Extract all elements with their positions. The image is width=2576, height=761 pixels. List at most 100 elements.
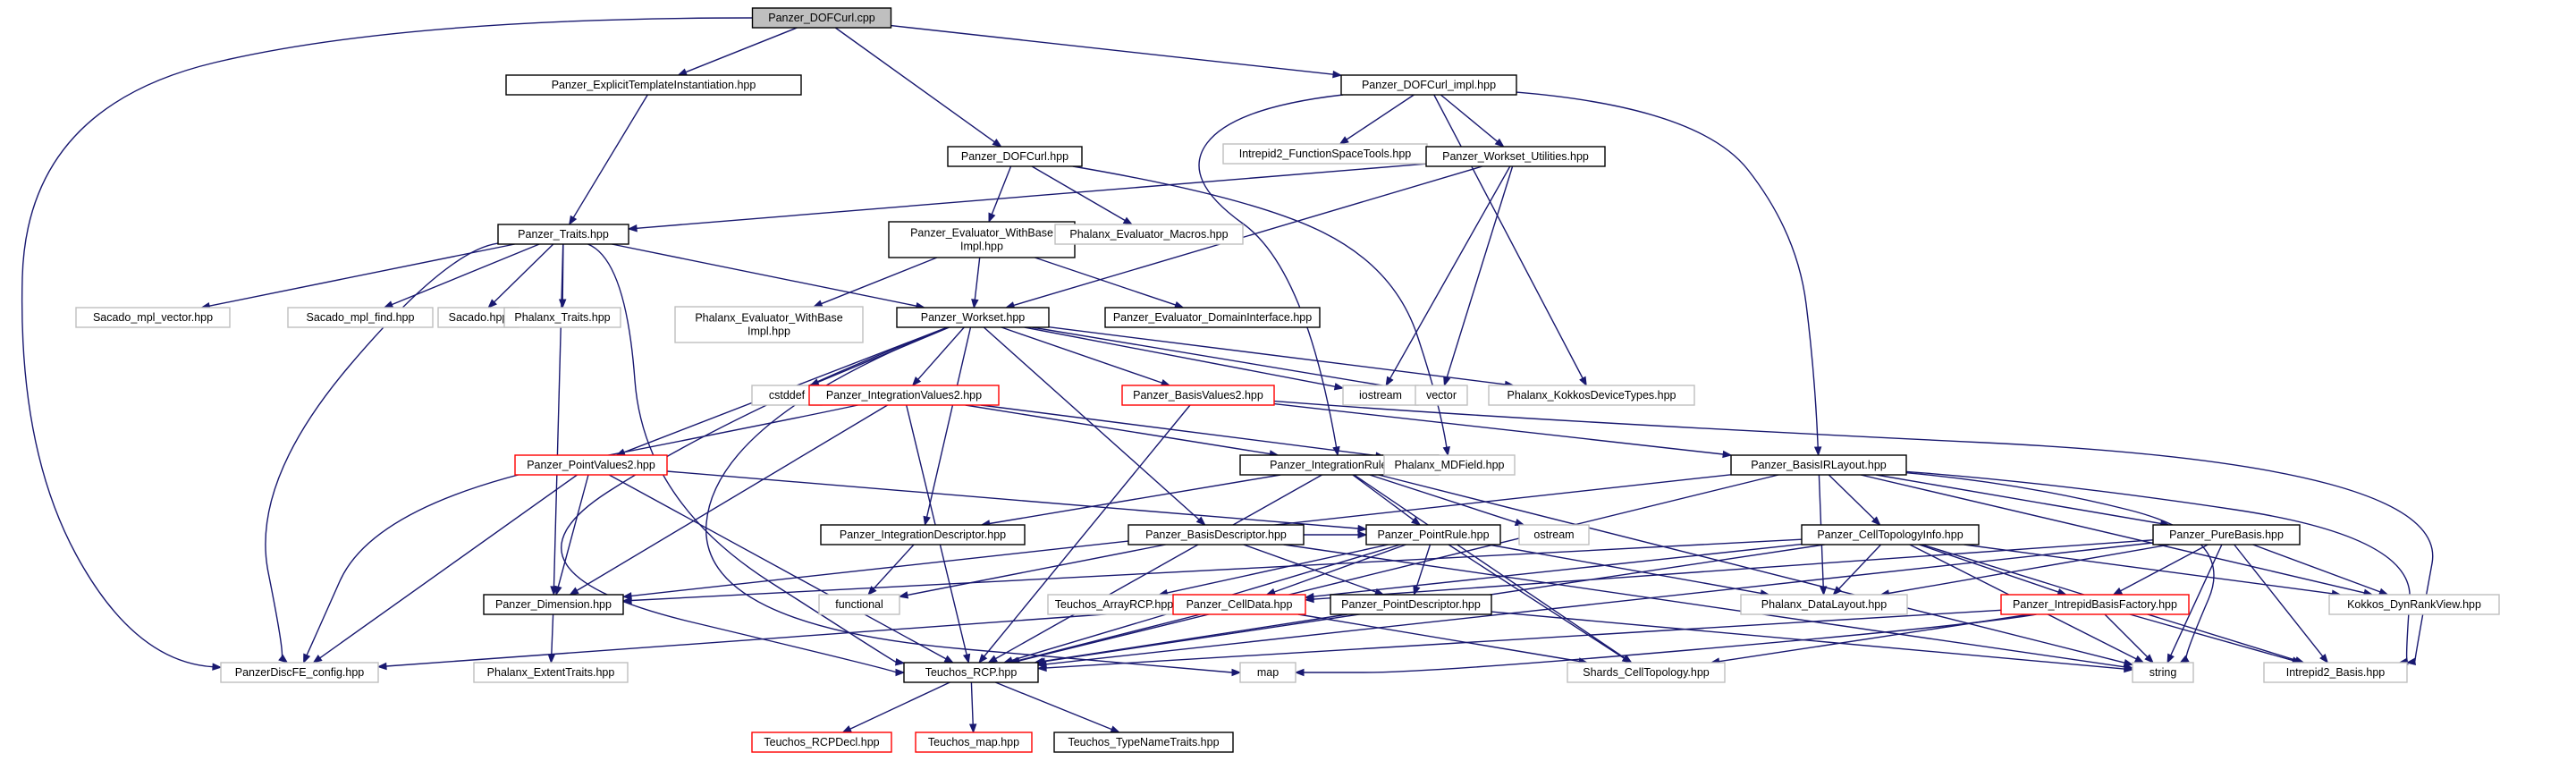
node-iostream[interactable]: iostream (1342, 385, 1419, 406)
node-eti[interactable]: Panzer_ExplicitTemplateInstantiation.hpp (505, 74, 802, 96)
node-intrfs[interactable]: Intrepid2_FunctionSpaceTools.hpp (1222, 143, 1428, 165)
node-label: string (2149, 666, 2177, 679)
node-map[interactable]: map (1239, 662, 1296, 683)
edge-arrowhead (968, 723, 977, 734)
node-root[interactable]: Panzer_DOFCurl.cpp (751, 7, 892, 29)
node-rcpdecl[interactable]: Teuchos_RCPDecl.hpp (751, 731, 892, 753)
node-rcp[interactable]: Teuchos_RCP.hpp (903, 662, 1039, 683)
node-label: Phalanx_KokkosDeviceTypes.hpp (1507, 389, 1676, 402)
node-wsutil[interactable]: Panzer_Workset_Utilities.hpp (1425, 146, 1606, 167)
node-shards[interactable]: Shards_CellTopology.hpp (1567, 662, 1726, 683)
nodes-layer: Panzer_DOFCurl.cppPanzer_ExplicitTemplat… (75, 7, 2500, 753)
edge-workset-to-map (705, 326, 1242, 677)
edge-rcp-to-tmap (968, 681, 977, 734)
node-dofimpl[interactable]: Panzer_DOFCurl_impl.hpp (1340, 74, 1517, 96)
node-label: Panzer_DOFCurl_impl.hpp (1362, 79, 1496, 91)
node-smplf[interactable]: Sacado_mpl_find.hpp (287, 307, 434, 328)
edge-arrowhead (677, 68, 688, 76)
edge-birl-to-string (1905, 472, 2215, 664)
node-phtraits[interactable]: Phalanx_Traits.hpp (503, 307, 621, 328)
node-arcp[interactable]: Teuchos_ArrayRCP.hpp (1047, 594, 1181, 615)
edge-line (1302, 613, 2037, 673)
edge-pbasis-to-kdrv (2252, 544, 2389, 596)
node-box (915, 731, 1033, 753)
node-iv2[interactable]: Panzer_IntegrationValues2.hpp (808, 385, 1000, 406)
node-box (1567, 662, 1726, 683)
node-label: Intrepid2_Basis.hpp (2286, 666, 2386, 679)
node-kdt[interactable]: Phalanx_KokkosDeviceTypes.hpp (1488, 385, 1695, 406)
edge-line (1166, 544, 1389, 594)
edge-arrowhead (992, 139, 1002, 148)
node-evmacros[interactable]: Phalanx_Evaluator_Macros.hpp (1054, 224, 1244, 245)
edge-ibf-to-i2basis (2129, 613, 2302, 664)
node-sacado[interactable]: Sacado.hpp (437, 307, 519, 328)
node-cti[interactable]: Panzer_CellTopologyInfo.hpp (1801, 524, 1980, 545)
node-bv2[interactable]: Panzer_BasisValues2.hpp (1121, 385, 1275, 406)
node-box (1239, 662, 1296, 683)
node-box (1365, 524, 1501, 545)
edge-line (572, 94, 648, 218)
node-label: Teuchos_TypeNameTraits.hpp (1068, 736, 1219, 748)
node-workset[interactable]: Panzer_Workset.hpp (896, 307, 1050, 328)
node-label: Panzer_PointDescriptor.hpp (1341, 598, 1481, 611)
node-pv2[interactable]: Panzer_PointValues2.hpp (514, 454, 668, 476)
edge-root-to-pdfe (21, 17, 753, 671)
edge-arrowhead (867, 586, 877, 596)
edge-pv2-to-dim (554, 474, 589, 596)
node-label: Panzer_Traits.hpp (518, 228, 609, 241)
node-traits[interactable]: Panzer_Traits.hpp (497, 224, 629, 245)
edge-line (1876, 474, 2161, 525)
node-box (1053, 731, 1234, 753)
node-tnt[interactable]: Teuchos_TypeNameTraits.hpp (1053, 731, 1234, 753)
edge-evalwb-to-evdi (1035, 257, 1185, 309)
edge-dofimpl-to-birl (1516, 91, 1822, 457)
node-bdesc[interactable]: Panzer_BasisDescriptor.hpp (1128, 524, 1305, 545)
edge-bdesc-to-prule (1304, 530, 1368, 539)
node-smplv[interactable]: Sacado_mpl_vector.hpp (75, 307, 231, 328)
node-pdesc[interactable]: Panzer_PointDescriptor.hpp (1330, 594, 1492, 615)
edge-arrowhead (1832, 586, 1843, 596)
node-label: Phalanx_ExtentTraits.hpp (487, 666, 615, 679)
node-dof[interactable]: Panzer_DOFCurl.hpp (947, 146, 1083, 167)
node-vector[interactable]: vector (1415, 385, 1468, 406)
node-pbasis[interactable]: Panzer_PureBasis.hpp (2152, 524, 2301, 545)
node-kdrv[interactable]: Kokkos_DynRankView.hpp (2328, 594, 2500, 615)
edge-root-to-dofimpl (891, 24, 1343, 79)
edge-wsutil-to-vector (1443, 165, 1514, 387)
node-celldata[interactable]: Panzer_CellData.hpp (1172, 594, 1306, 615)
edge-arrowhead (841, 725, 852, 733)
node-pdl[interactable]: Phalanx_DataLayout.hpp (1740, 594, 1908, 615)
node-ibf[interactable]: Panzer_IntrepidBasisFactory.hpp (2000, 594, 2190, 615)
node-box (2328, 594, 2500, 615)
edge-arrowhead (487, 299, 497, 309)
edge-arrowhead (1871, 516, 1881, 526)
node-pdfe[interactable]: PanzerDiscFE_config.hpp (220, 662, 379, 683)
node-label: cstddef (769, 389, 806, 402)
node-ostream[interactable]: ostream (1518, 524, 1590, 545)
node-string[interactable]: string (2132, 662, 2194, 683)
edge-line (2104, 613, 2149, 658)
node-dim[interactable]: Panzer_Dimension.hpp (483, 594, 624, 615)
edge-line (1035, 257, 1177, 306)
node-functional[interactable]: functional (818, 594, 900, 615)
edge-birl-to-i2basis (1905, 470, 2411, 665)
edge-line (1045, 542, 2154, 665)
node-mdf[interactable]: Phalanx_MDField.hpp (1383, 454, 1516, 476)
node-tmap[interactable]: Teuchos_map.hpp (915, 731, 1033, 753)
edge-arrowhead (978, 653, 988, 664)
node-box (751, 7, 892, 29)
node-prule[interactable]: Panzer_PointRule.hpp (1365, 524, 1501, 545)
node-pet[interactable]: Phalanx_ExtentTraits.hpp (473, 662, 629, 683)
edge-workset-to-rcp (561, 326, 949, 677)
edge-root-to-dof (834, 27, 1002, 148)
edge-celldata-to-shards (1297, 613, 1589, 665)
node-idesc[interactable]: Panzer_IntegrationDescriptor.hpp (820, 524, 1026, 545)
node-birl[interactable]: Panzer_BasisIRLayout.hpp (1730, 454, 1907, 476)
node-box (1383, 454, 1516, 476)
node-i2basis[interactable]: Intrepid2_Basis.hpp (2263, 662, 2408, 683)
node-evdi[interactable]: Panzer_Evaluator_DomainInterface.hpp (1104, 307, 1321, 328)
node-box (1801, 524, 1980, 545)
edge-arrowhead (1385, 376, 1394, 387)
